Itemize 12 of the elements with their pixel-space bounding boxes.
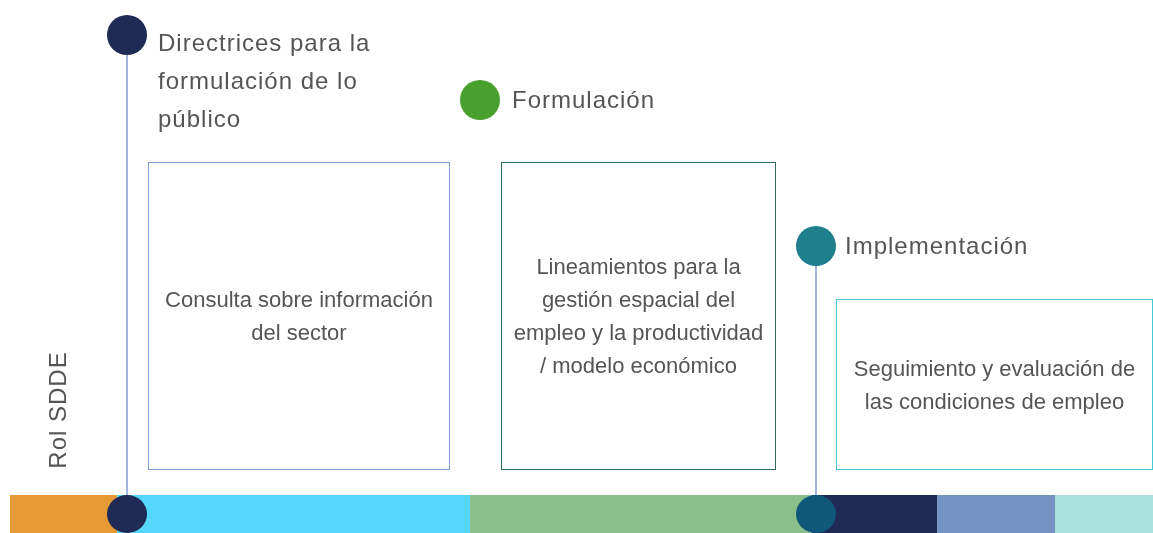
phase-title: Implementación bbox=[845, 231, 1030, 261]
timeline-marker bbox=[460, 80, 500, 120]
text-box: Seguimiento y evaluación de las condiciones de empleo bbox=[836, 299, 1153, 470]
connector-line bbox=[815, 265, 817, 496]
timeline-marker bbox=[796, 226, 836, 266]
axis-label: Rol SDDE bbox=[44, 351, 72, 469]
text-box: Lineamientos para la gestión espacial del empleo y la productividad / modelo económico bbox=[501, 162, 776, 470]
phase-title: Formulación bbox=[512, 85, 657, 115]
text-box: Consulta sobre información del sector bbox=[148, 162, 450, 470]
timeline-marker bbox=[107, 15, 147, 55]
connector-line bbox=[126, 54, 128, 496]
phase-title: Directrices para la formulación de lo público bbox=[158, 28, 372, 134]
